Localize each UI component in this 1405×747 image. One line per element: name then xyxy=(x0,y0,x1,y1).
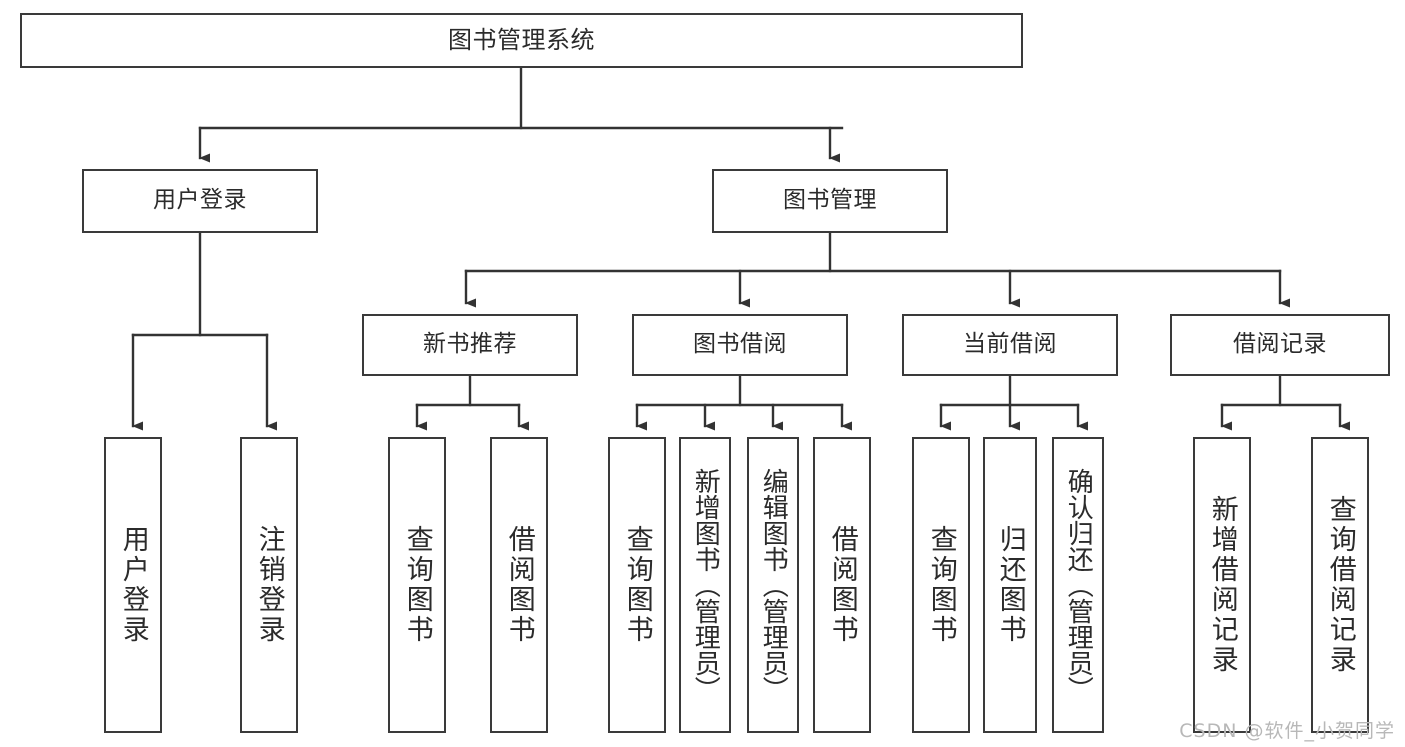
leaf-current-borrow-return-book[interactable]: 归还图书 xyxy=(983,437,1037,733)
node-label: 用户登录 xyxy=(117,525,149,645)
node-label: 当前借阅 xyxy=(963,331,1057,358)
node-label: 图书管理系统 xyxy=(448,26,595,55)
node-book-borrow[interactable]: 图书借阅 xyxy=(632,314,848,376)
node-root-book-management-system[interactable]: 图书管理系统 xyxy=(20,13,1023,68)
node-new-book-recommend[interactable]: 新书推荐 xyxy=(362,314,578,376)
leaf-book-borrow-borrow-book[interactable]: 借阅图书 xyxy=(813,437,871,733)
node-label: 注销登录 xyxy=(253,525,285,645)
node-label: 查询图书 xyxy=(621,525,653,645)
node-label: 新增借阅记录 xyxy=(1206,495,1238,675)
leaf-borrow-record-add-record[interactable]: 新增借阅记录 xyxy=(1193,437,1251,733)
leaf-user-login-logout[interactable]: 注销登录 xyxy=(240,437,298,733)
node-label: 查询图书 xyxy=(925,525,957,645)
leaf-borrow-record-query-record[interactable]: 查询借阅记录 xyxy=(1311,437,1369,733)
node-label: 新书推荐 xyxy=(423,331,517,358)
node-label: 借阅记录 xyxy=(1233,331,1327,358)
node-label: 借阅图书 xyxy=(826,525,858,645)
leaf-new-book-query-book[interactable]: 查询图书 xyxy=(388,437,446,733)
node-label: 归还图书 xyxy=(994,525,1026,645)
node-user-login[interactable]: 用户登录 xyxy=(82,169,318,233)
node-label: 查询借阅记录 xyxy=(1324,495,1356,675)
leaf-book-borrow-edit-book-admin[interactable]: 编辑图书（管理员） xyxy=(747,437,799,733)
node-label: 新增图书（管理员） xyxy=(690,468,721,702)
leaf-current-borrow-query-book[interactable]: 查询图书 xyxy=(912,437,970,733)
node-label: 图书借阅 xyxy=(693,331,787,358)
node-label: 图书管理 xyxy=(783,187,877,214)
leaf-book-borrow-add-book-admin[interactable]: 新增图书（管理员） xyxy=(679,437,731,733)
node-label: 查询图书 xyxy=(401,525,433,645)
node-book-management[interactable]: 图书管理 xyxy=(712,169,948,233)
node-label: 用户登录 xyxy=(153,187,247,214)
node-label: 确认归还（管理员） xyxy=(1063,468,1094,702)
leaf-user-login-login[interactable]: 用户登录 xyxy=(104,437,162,733)
node-current-borrow[interactable]: 当前借阅 xyxy=(902,314,1118,376)
node-label: 借阅图书 xyxy=(503,525,535,645)
leaf-current-borrow-confirm-return-admin[interactable]: 确认归还（管理员） xyxy=(1052,437,1104,733)
leaf-new-book-borrow-book[interactable]: 借阅图书 xyxy=(490,437,548,733)
node-label: 编辑图书（管理员） xyxy=(758,468,789,702)
leaf-book-borrow-query-book[interactable]: 查询图书 xyxy=(608,437,666,733)
node-borrow-record[interactable]: 借阅记录 xyxy=(1170,314,1390,376)
